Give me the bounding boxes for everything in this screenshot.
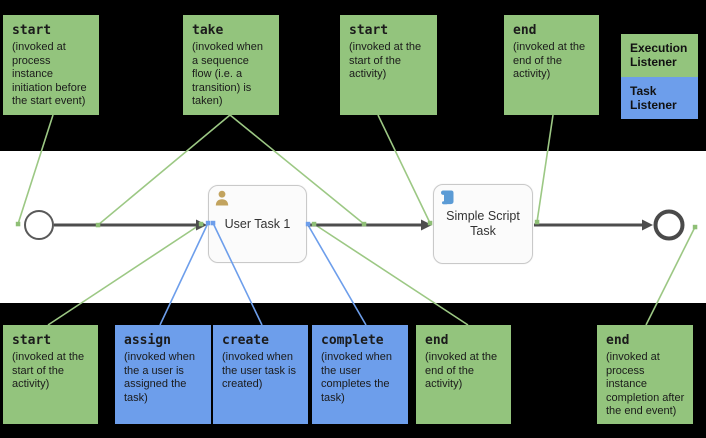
annotation-end-user-task: end (invoked at the end of the activity)	[416, 325, 511, 424]
annotation-start-process: start (invoked at process instance initi…	[3, 15, 99, 115]
annotation-body: (invoked when the a user is assigned the…	[124, 351, 195, 404]
legend: Execution Listener Task Listener	[621, 34, 698, 119]
annotation-title: create	[222, 333, 269, 348]
process-canvas-band	[0, 151, 706, 303]
annotation-title: end	[606, 333, 630, 348]
annotation-end-activity: end (invoked at the end of the activity)	[504, 15, 599, 115]
annotation-body: (invoked when the user task is created)	[222, 351, 296, 390]
annotation-title: start	[12, 333, 52, 348]
annotation-start-activity: start (invoked at the start of the activ…	[340, 15, 437, 115]
annotation-body: (invoked at the end of the activity)	[513, 41, 586, 80]
annotation-take: take (invoked when a sequence flow (i.e.…	[183, 15, 279, 115]
annotation-title: end	[425, 333, 449, 348]
annotation-create: create (invoked when the user task is cr…	[213, 325, 308, 424]
legend-execution-listener: Execution Listener	[621, 34, 698, 77]
annotation-body: (invoked at process instance initiation …	[12, 41, 87, 107]
annotation-body: (invoked at the end of the activity)	[425, 351, 498, 390]
annotation-assign: assign (invoked when the a user is assig…	[115, 325, 211, 424]
script-task-label: Simple Script Task	[446, 209, 520, 238]
annotation-body: (invoked at process instance completion …	[606, 351, 685, 417]
script-task-node: Simple Script Task	[433, 184, 533, 264]
script-icon	[441, 190, 454, 205]
annotation-body: (invoked at the start of the activity)	[12, 351, 85, 390]
annotation-title: complete	[321, 333, 384, 348]
annotation-body: (invoked when the user completes the tas…	[321, 351, 392, 404]
annotation-start-user-task: start (invoked at the start of the activ…	[3, 325, 98, 424]
annotation-title: start	[12, 23, 52, 38]
annotation-title: end	[513, 23, 537, 38]
annotation-complete: complete (invoked when the user complete…	[312, 325, 408, 424]
annotation-end-process: end (invoked at process instance complet…	[597, 325, 693, 424]
annotation-title: take	[192, 23, 224, 38]
annotation-title: assign	[124, 333, 171, 348]
annotation-title: start	[349, 23, 389, 38]
user-task-label: User Task 1	[224, 216, 291, 231]
legend-task-listener: Task Listener	[621, 77, 698, 119]
user-task-node: User Task 1	[208, 185, 307, 263]
annotation-body: (invoked at the start of the activity)	[349, 41, 422, 80]
annotation-body: (invoked when a sequence flow (i.e. a tr…	[192, 41, 263, 107]
user-icon	[215, 190, 229, 206]
